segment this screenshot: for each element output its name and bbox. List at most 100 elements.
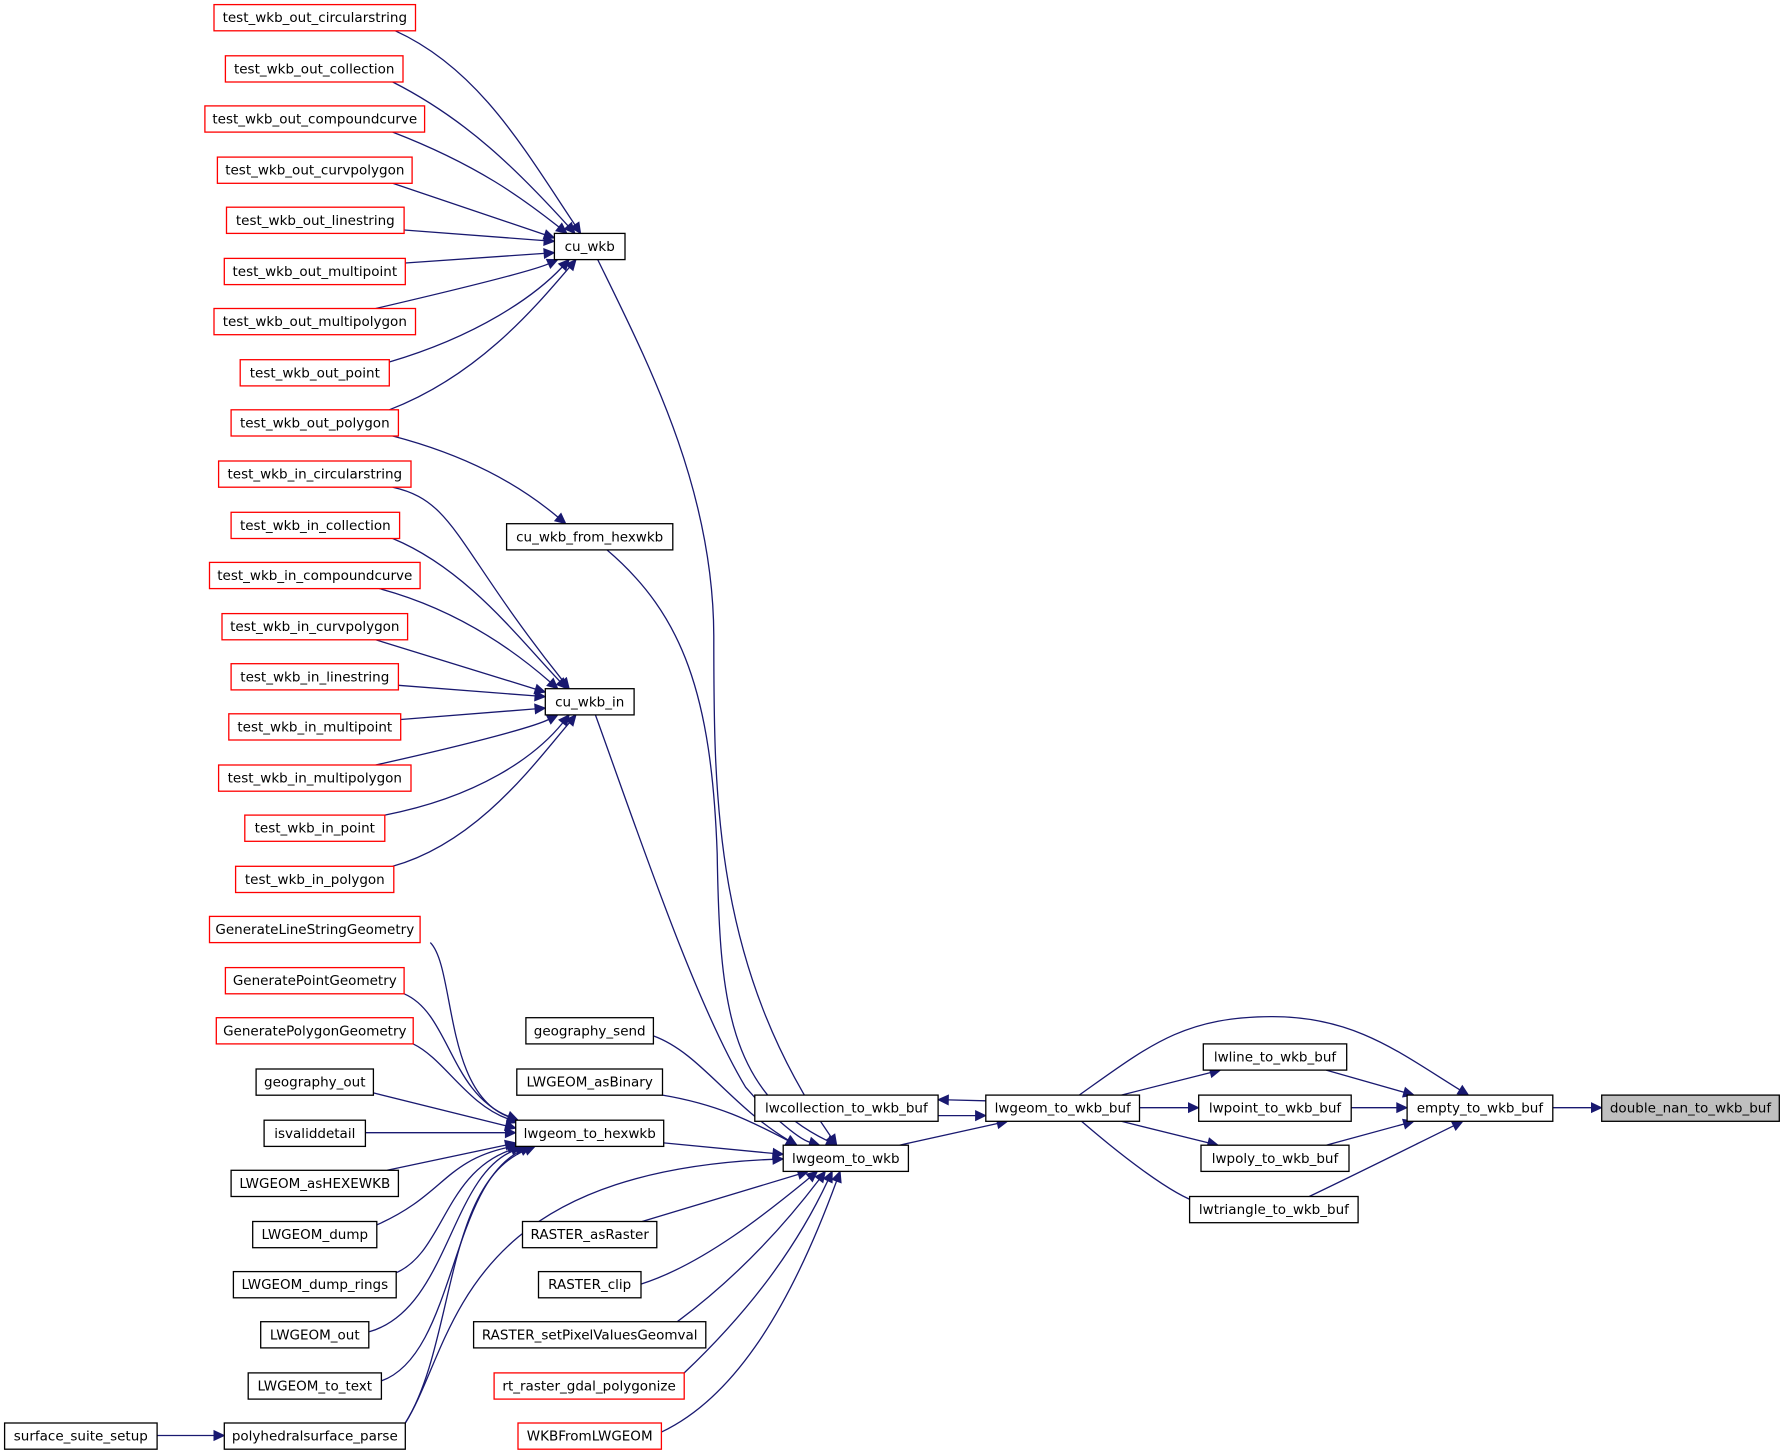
- node-box-LWGEOM_to_text: [247, 1372, 383, 1400]
- node-lwline_to_wkb_buf[interactable]: lwline_to_wkb_buf: [1202, 1043, 1348, 1071]
- node-box-lwline_to_wkb_buf: [1202, 1043, 1348, 1071]
- node-cu_wkb[interactable]: cu_wkb: [553, 232, 626, 261]
- node-GeneratePolygonGeometry[interactable]: GeneratePolygonGeometry: [215, 1017, 414, 1045]
- node-label-RASTER_asRaster: RASTER_asRaster: [531, 1227, 650, 1243]
- edge-geography_out-to-lwgeom_to_hexwkb: [373, 1092, 506, 1127]
- node-RASTER_setPixelValuesGeomval[interactable]: RASTER_setPixelValuesGeomval: [472, 1321, 707, 1349]
- node-label-test_wkb_in_compoundcurve: test_wkb_in_compoundcurve: [217, 568, 412, 584]
- node-LWGEOM_out[interactable]: LWGEOM_out: [260, 1321, 370, 1349]
- node-surface_suite_setup[interactable]: surface_suite_setup: [3, 1422, 158, 1450]
- edge-cu_wkb_in-to-lwgeom_to_wkb: [594, 714, 811, 1143]
- node-geography_out[interactable]: geography_out: [255, 1068, 375, 1096]
- node-test_wkb_out_multipoint[interactable]: test_wkb_out_multipoint: [223, 257, 406, 286]
- node-isvaliddetail[interactable]: isvaliddetail: [263, 1119, 367, 1148]
- node-test_wkb_out_curvpolygon[interactable]: test_wkb_out_curvpolygon: [216, 156, 413, 184]
- edge-test_wkb_in_circularstring-to-cu_wkb_in: [392, 486, 564, 682]
- arrowhead-polyhedralsurface_parse-to-lwgeom_to_hexwkb: [523, 1145, 537, 1156]
- node-LWGEOM_asHEXEWKB[interactable]: LWGEOM_asHEXEWKB: [230, 1169, 400, 1198]
- node-rt_raster_gdal_polygonize[interactable]: rt_raster_gdal_polygonize: [493, 1372, 685, 1400]
- node-box-LWGEOM_asHEXEWKB: [230, 1169, 400, 1198]
- node-LWGEOM_to_text[interactable]: LWGEOM_to_text: [247, 1372, 383, 1400]
- node-test_wkb_out_linestring[interactable]: test_wkb_out_linestring: [225, 206, 405, 235]
- arrowhead-lwgeom_to_wkb_buf-to-lwcollection_to_wkb_buf: [936, 1094, 949, 1106]
- arrowhead-test_wkb_out_multipolygon-to-cu_wkb: [545, 258, 559, 270]
- node-GeneratePointGeometry[interactable]: GeneratePointGeometry: [224, 966, 405, 995]
- node-box-test_wkb_in_circularstring: [217, 460, 412, 488]
- node-label-GeneratePointGeometry: GeneratePointGeometry: [233, 973, 397, 989]
- node-test_wkb_out_compoundcurve[interactable]: test_wkb_out_compoundcurve: [204, 105, 426, 133]
- edge-layer: [157, 30, 1603, 1442]
- node-box-lwpoly_to_wkb_buf: [1200, 1144, 1350, 1173]
- node-lwgeom_to_hexwkb[interactable]: lwgeom_to_hexwkb: [515, 1119, 665, 1148]
- node-test_wkb_in_multipolygon[interactable]: test_wkb_in_multipolygon: [217, 764, 412, 792]
- node-RASTER_clip[interactable]: RASTER_clip: [537, 1270, 642, 1299]
- node-geography_send[interactable]: geography_send: [525, 1017, 655, 1045]
- edge-test_wkb_in_compoundcurve-to-cu_wkb_in: [378, 587, 551, 683]
- node-GenerateLineStringGeometry[interactable]: GenerateLineStringGeometry: [208, 915, 421, 944]
- node-label-test_wkb_in_collection: test_wkb_in_collection: [240, 518, 391, 534]
- arrowhead-lwtriangle_to_wkb_buf-to-empty_to_wkb_buf: [1450, 1120, 1464, 1132]
- node-test_wkb_out_point[interactable]: test_wkb_out_point: [239, 359, 390, 387]
- edge-lwline_to_wkb_buf-to-empty_to_wkb_buf: [1326, 1069, 1405, 1093]
- node-label-lwline_to_wkb_buf: lwline_to_wkb_buf: [1214, 1050, 1338, 1066]
- node-label-test_wkb_out_multipoint: test_wkb_out_multipoint: [232, 264, 397, 280]
- node-RASTER_asRaster[interactable]: RASTER_asRaster: [521, 1220, 658, 1249]
- node-box-GenerateLineStringGeometry: [208, 915, 421, 944]
- node-label-lwgeom_to_wkb_buf: lwgeom_to_wkb_buf: [995, 1101, 1132, 1117]
- node-label-test_wkb_in_linestring: test_wkb_in_linestring: [240, 669, 389, 685]
- node-lwcollection_to_wkb_buf[interactable]: lwcollection_to_wkb_buf: [754, 1094, 939, 1122]
- arrowhead-lwgeom_to_wkb_buf-to-lwpoint_to_wkb_buf: [1188, 1102, 1200, 1114]
- edge-test_wkb_out_compoundcurve-to-cu_wkb: [392, 131, 560, 228]
- edge-LWGEOM_out-to-lwgeom_to_hexwkb: [368, 1149, 517, 1333]
- node-WKBFromLWGEOM[interactable]: WKBFromLWGEOM: [517, 1422, 663, 1450]
- node-label-test_wkb_in_polygon: test_wkb_in_polygon: [245, 872, 385, 888]
- node-LWGEOM_asBinary[interactable]: LWGEOM_asBinary: [516, 1068, 664, 1096]
- node-box-RASTER_asRaster: [521, 1220, 658, 1249]
- node-test_wkb_out_polygon[interactable]: test_wkb_out_polygon: [230, 409, 400, 437]
- node-box-RASTER_setPixelValuesGeomval: [472, 1321, 707, 1349]
- node-label-empty_to_wkb_buf: empty_to_wkb_buf: [1417, 1101, 1545, 1117]
- node-lwgeom_to_wkb_buf[interactable]: lwgeom_to_wkb_buf: [985, 1094, 1141, 1122]
- node-label-geography_out: geography_out: [264, 1075, 366, 1091]
- node-label-GeneratePolygonGeometry: GeneratePolygonGeometry: [223, 1023, 406, 1039]
- node-polyhedralsurface_parse[interactable]: polyhedralsurface_parse: [223, 1422, 406, 1450]
- edge-lwgeom_to_wkb_buf-to-lwcollection_to_wkb_buf: [948, 1099, 986, 1102]
- node-cu_wkb_from_hexwkb[interactable]: cu_wkb_from_hexwkb: [505, 523, 674, 551]
- node-lwgeom_to_wkb[interactable]: lwgeom_to_wkb: [782, 1144, 910, 1173]
- node-empty_to_wkb_buf[interactable]: empty_to_wkb_buf: [1406, 1094, 1554, 1122]
- node-lwpoint_to_wkb_buf[interactable]: lwpoint_to_wkb_buf: [1198, 1094, 1352, 1122]
- node-box-test_wkb_out_multipolygon: [213, 307, 417, 336]
- node-LWGEOM_dump_rings[interactable]: LWGEOM_dump_rings: [232, 1270, 397, 1299]
- node-LWGEOM_dump[interactable]: LWGEOM_dump: [252, 1220, 378, 1249]
- node-label-LWGEOM_to_text: LWGEOM_to_text: [258, 1379, 373, 1395]
- node-cu_wkb_in[interactable]: cu_wkb_in: [544, 688, 635, 716]
- edge-test_wkb_out_multipolygon-to-cu_wkb: [375, 263, 549, 310]
- node-test_wkb_in_multipoint[interactable]: test_wkb_in_multipoint: [228, 713, 402, 741]
- node-label-test_wkb_out_circularstring: test_wkb_out_circularstring: [223, 10, 407, 26]
- node-label-test_wkb_out_multipolygon: test_wkb_out_multipolygon: [223, 314, 407, 330]
- arrowhead-WKBFromLWGEOM-to-lwgeom_to_wkb: [831, 1170, 842, 1184]
- arrowhead-test_wkb_out_polygon-to-cu_wkb_from_hexwkb: [553, 512, 567, 525]
- node-lwpoly_to_wkb_buf[interactable]: lwpoly_to_wkb_buf: [1200, 1144, 1350, 1173]
- node-label-test_wkb_out_linestring: test_wkb_out_linestring: [236, 213, 395, 229]
- node-test_wkb_out_circularstring[interactable]: test_wkb_out_circularstring: [213, 3, 417, 32]
- node-box-test_wkb_in_point: [244, 814, 386, 842]
- node-test_wkb_in_compoundcurve[interactable]: test_wkb_in_compoundcurve: [208, 561, 421, 590]
- node-box-test_wkb_out_polygon: [230, 409, 400, 437]
- node-test_wkb_in_polygon[interactable]: test_wkb_in_polygon: [234, 865, 395, 894]
- node-label-geography_send: geography_send: [534, 1023, 646, 1039]
- node-test_wkb_out_collection[interactable]: test_wkb_out_collection: [224, 55, 404, 83]
- node-box-WKBFromLWGEOM: [517, 1422, 663, 1450]
- node-label-lwtriangle_to_wkb_buf: lwtriangle_to_wkb_buf: [1199, 1202, 1350, 1218]
- node-test_wkb_in_circularstring[interactable]: test_wkb_in_circularstring: [217, 460, 412, 488]
- node-lwtriangle_to_wkb_buf[interactable]: lwtriangle_to_wkb_buf: [1188, 1195, 1359, 1224]
- node-label-cu_wkb: cu_wkb: [565, 239, 615, 255]
- node-test_wkb_in_collection[interactable]: test_wkb_in_collection: [230, 511, 401, 540]
- node-test_wkb_in_point[interactable]: test_wkb_in_point: [244, 814, 386, 842]
- node-test_wkb_in_curvpolygon[interactable]: test_wkb_in_curvpolygon: [221, 612, 409, 641]
- node-box-isvaliddetail: [263, 1119, 367, 1148]
- edge-rt_raster_gdal_polygonize-to-lwgeom_to_wkb: [683, 1180, 829, 1374]
- node-label-surface_suite_setup: surface_suite_setup: [14, 1429, 148, 1445]
- node-test_wkb_out_multipolygon[interactable]: test_wkb_out_multipolygon: [213, 307, 417, 336]
- node-test_wkb_in_linestring[interactable]: test_wkb_in_linestring: [230, 663, 400, 691]
